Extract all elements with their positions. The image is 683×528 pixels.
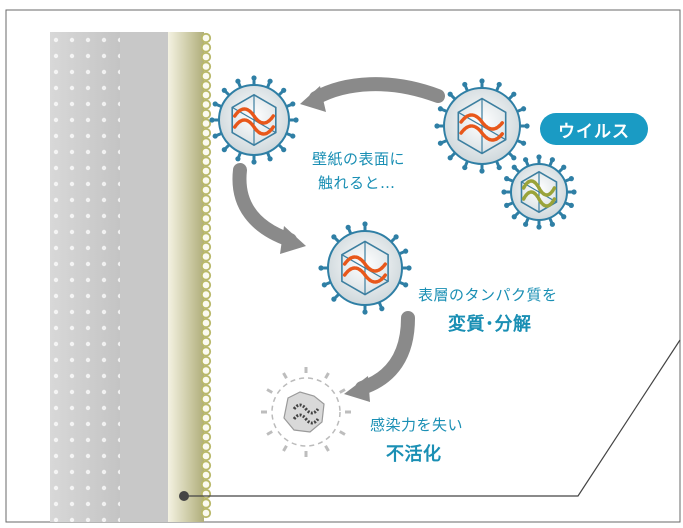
inactive-text-line2: 不活化 — [386, 444, 442, 465]
arrow-inactivate — [355, 311, 415, 395]
virus-badge: ウイルス — [540, 113, 648, 145]
arrow-inactivate-head — [344, 376, 370, 402]
touch-text-line1: 壁紙の表面に — [312, 150, 406, 168]
arrow-contact — [232, 163, 297, 247]
protein-text-line2: 変質･分解 — [448, 314, 532, 335]
frame-border — [5, 9, 681, 523]
antiviral-surface-layer — [200, 32, 212, 519]
touch-text-line2: 触れると… — [318, 174, 396, 192]
virus-icon-contact — [209, 75, 299, 165]
inactivated-virus-icon — [261, 367, 351, 457]
arrow-approach — [309, 77, 445, 105]
protein-text-line1: 表層のタンパク質を — [418, 286, 558, 304]
virus-icon-small — [501, 154, 577, 230]
inactive-text-line1: 感染力を失い — [370, 416, 464, 434]
arrow-contact-head — [280, 226, 306, 254]
virus-icon-denaturing — [318, 221, 412, 315]
arrow-approach-head — [300, 86, 326, 112]
virus-icon-approaching — [434, 78, 530, 174]
wallpaper-cross-section — [50, 32, 204, 522]
callout-line — [179, 339, 681, 501]
